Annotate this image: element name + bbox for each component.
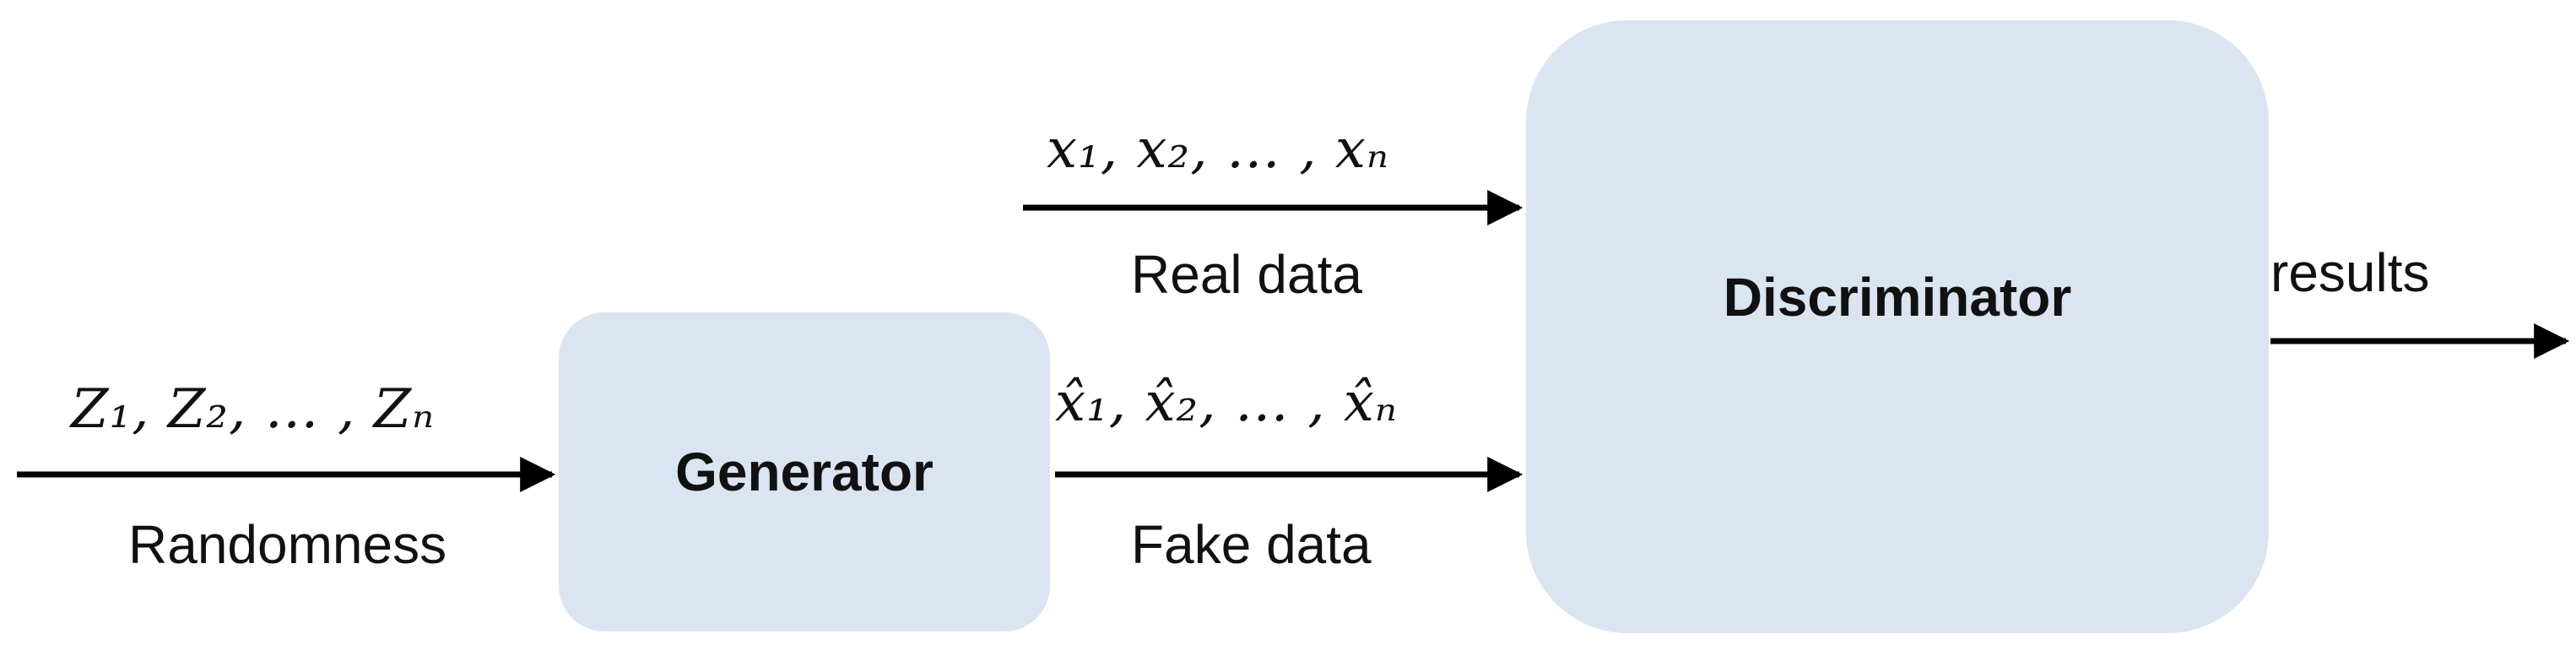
generator-label: Generator <box>675 442 934 502</box>
generator-node: Generator <box>559 312 1050 631</box>
fake-data-variables: x̂₁, x̂₂, … , x̂ₙ <box>1055 371 1398 434</box>
real-data-label: Real data <box>1131 244 1362 305</box>
results-label: results <box>2270 242 2430 303</box>
noise-variables: Z₁, Z₂, … , Zₙ <box>71 378 436 441</box>
fake-data-label: Fake data <box>1131 514 1372 575</box>
real-data-variables: x₁, x₂, … , xₙ <box>1047 118 1389 181</box>
randomness-label: Randomness <box>128 514 447 575</box>
discriminator-node: Discriminator <box>1526 20 2269 633</box>
discriminator-label: Discriminator <box>1723 267 2072 328</box>
